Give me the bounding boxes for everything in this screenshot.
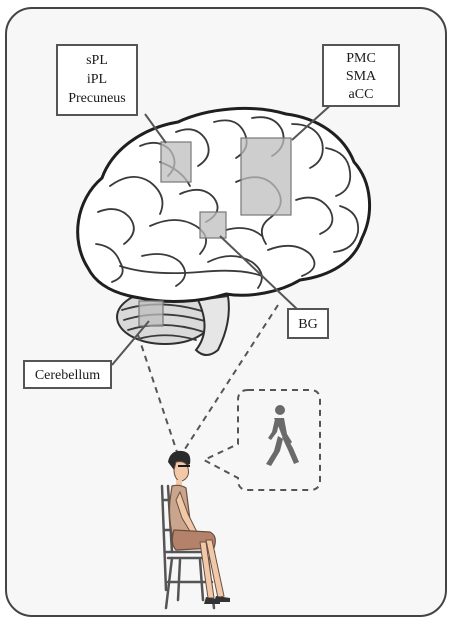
parietal-region-highlight [161,142,191,182]
basal-ganglia-label-box: BG [288,309,328,338]
cerebellum-label-box: Cerebellum [24,361,111,388]
parietal-label-box: sPL iPL Precuneus [57,45,137,115]
basal-ganglia-region-highlight [200,212,226,238]
parietal-label-2: iPL [87,72,107,87]
parietal-label-3: Precuneus [68,91,126,106]
motor-label-1: PMC [346,51,376,66]
motor-label-2: SMA [346,69,377,84]
cerebellum-label: Cerebellum [35,368,100,383]
cerebellum-region-highlight [139,301,163,326]
motor-label-3: aCC [349,87,374,102]
parietal-label-1: sPL [86,53,108,68]
motor-region-highlight [241,138,291,215]
basal-ganglia-label: BG [298,317,317,332]
motor-label-box: PMC SMA aCC [323,45,399,106]
